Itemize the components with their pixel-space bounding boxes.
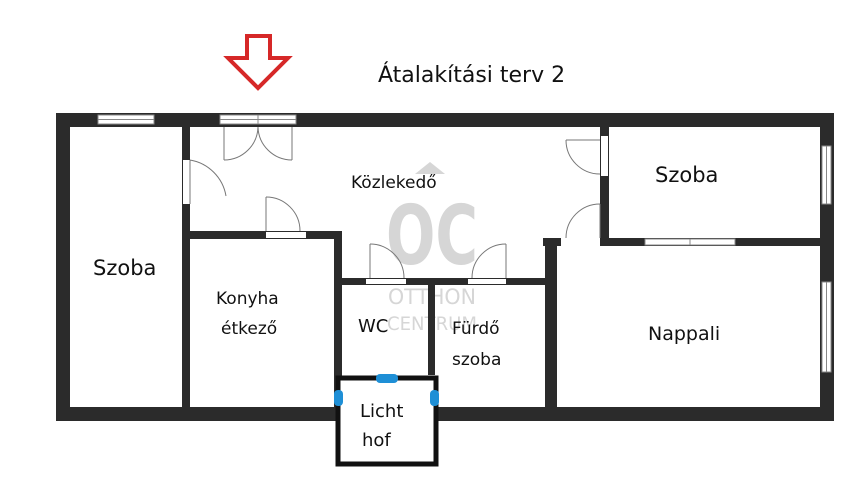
room-label-furdo-line1: Fürdő [452,319,500,339]
doors [183,126,608,284]
wall-top [56,113,834,127]
wall-stub [543,238,561,246]
door-swing-icon [189,159,227,204]
marker-top [376,374,398,383]
room-label-szoba-left: Szoba [93,256,156,280]
wall-bottom [56,407,834,421]
door-swing-icon [223,126,293,161]
door-swing-icon [471,243,507,279]
marker-right [430,390,439,406]
window-icon [821,281,832,373]
room-label-kozlekedo: Közlekedő [351,173,437,193]
plan-title: Átalakítási terv 2 [378,62,565,88]
lightwell-outline [335,375,439,467]
room-label-licht-line2: hof [362,430,391,451]
room-label-konyha-line1: Konyha [216,289,279,309]
room-label-furdo-line2: szoba [452,350,501,370]
window-icon [97,114,155,125]
wall-kitchen-wc [334,231,342,407]
wall-szoba-left-partition [182,127,190,407]
window-icon [821,145,832,205]
marker-left [334,390,343,406]
room-label-nappali: Nappali [648,323,720,345]
room-label-licht-line1: Licht [360,401,403,422]
door-swing-icon [565,139,601,175]
wall-wc-bath-top [340,278,547,285]
window-icon [219,114,297,125]
door-swing-icon [265,196,301,232]
wall-bath-living [545,240,557,407]
wall-kitchen-top [190,231,340,239]
entrance-arrow-icon [223,34,293,91]
watermark-oc-text: OC [386,189,478,284]
window-icon [644,238,736,246]
room-label-konyha-line2: étkező [221,319,277,339]
wall-right-room-left [600,122,609,246]
door-swing-icon [565,203,601,239]
wall-wc-bath [428,285,435,375]
room-label-szoba-right: Szoba [655,163,718,187]
lightwell-markers [334,374,439,406]
room-label-wc: WC [358,316,388,337]
wall-left [56,113,70,421]
windows [97,114,832,373]
door-swing-icon [369,243,405,279]
